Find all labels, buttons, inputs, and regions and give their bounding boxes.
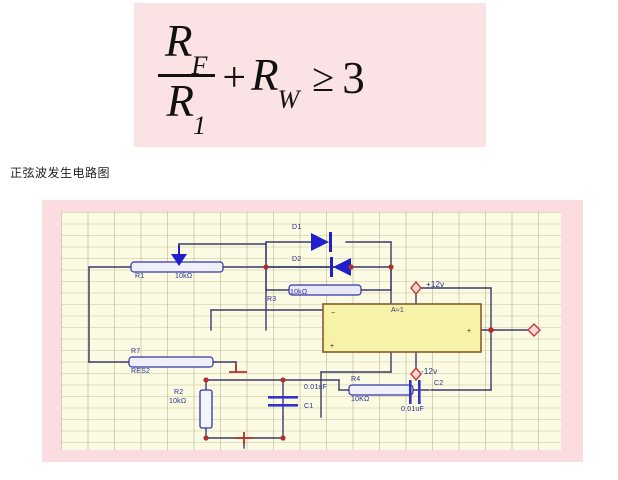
capacitor-c1	[268, 396, 298, 407]
formula-banner: RF R1 + RW ≥ 3	[134, 3, 486, 147]
label-r1-value: 10kΩ	[175, 273, 193, 280]
label-c2-value: 0.01uF	[401, 406, 424, 413]
label-r4-name: R4	[351, 376, 361, 383]
junction-node-r2-top	[203, 377, 209, 383]
resistor-r4	[348, 384, 414, 396]
schematic-drawing: − + +	[88, 232, 541, 449]
label-vcc-positive: +12v	[426, 280, 445, 289]
circuit-caption: 正弦波发生电路图	[10, 166, 111, 180]
junction-node-r1-right	[263, 264, 269, 270]
label-d1-name: D1	[292, 224, 302, 231]
terminals	[410, 280, 541, 382]
ground-symbols	[229, 364, 253, 444]
label-d2-name: D2	[292, 256, 302, 263]
label-c2-name: C2	[434, 380, 444, 387]
fraction-numerator: RF	[158, 15, 215, 79]
denominator-subscript: 1	[192, 110, 206, 140]
label-r1-name: R1	[135, 273, 145, 280]
numerator-subscript: F	[191, 50, 208, 80]
terminal-vcc-positive	[410, 280, 422, 296]
terminal-vcc-negative	[410, 366, 422, 382]
resistor-r3	[288, 284, 362, 296]
label-c1-value: 0.01uF	[304, 384, 327, 391]
potentiometer-wiper-arrow	[171, 245, 187, 266]
label-r2-name: R2	[174, 389, 184, 396]
plus-operator: +	[222, 55, 247, 101]
label-opamp-ref: A≈1	[391, 307, 405, 314]
svg-text:−: −	[331, 310, 335, 317]
resistor-r7	[128, 356, 214, 368]
fraction-bar	[158, 73, 216, 77]
label-r3-name: R3	[267, 296, 277, 303]
denominator-symbol: R	[166, 75, 194, 126]
junction-node-r2-bottom	[203, 435, 209, 441]
label-r7-value: RES2	[131, 368, 151, 375]
resistor-r1	[130, 245, 224, 273]
diode-d1	[311, 232, 332, 252]
circuit-figure: − + + R1 10kΩ R7 RES2 D1 D2 R3 10kΩ R2 1…	[42, 200, 583, 462]
formula-expression: RF R1 + RW ≥ 3	[156, 9, 476, 141]
term-symbol: R	[251, 50, 279, 100]
term-subscript: W	[277, 85, 300, 114]
fraction-denominator: R1	[159, 75, 214, 139]
junction-node-diode	[348, 264, 354, 270]
junction-dots	[203, 264, 494, 441]
label-c1-name: C1	[304, 403, 314, 410]
greater-equal-operator: ≥	[312, 54, 335, 100]
junction-node-c1-top	[280, 377, 286, 383]
terminal-output	[527, 323, 541, 337]
diode-d2	[330, 257, 351, 277]
junction-node-c1-bottom	[280, 435, 286, 441]
opamp-symbol	[322, 303, 482, 353]
label-r4-value: 10KΩ	[351, 396, 370, 403]
svg-text:+: +	[467, 328, 471, 335]
term-rw: RW	[251, 49, 300, 114]
junction-node-diode-right	[388, 264, 394, 270]
fraction-rf-over-r1: RF R1	[158, 15, 216, 139]
circuit-schematic-canvas: − + + R1 10kΩ R7 RES2 D1 D2 R3 10kΩ R2 1…	[61, 212, 561, 450]
svg-text:+: +	[330, 343, 334, 350]
label-vcc-negative: -12v	[421, 367, 438, 376]
label-r3-value: 10kΩ	[290, 289, 308, 296]
junction-node-output	[488, 327, 494, 333]
formula-value: 3	[342, 53, 365, 103]
numerator-symbol: R	[165, 15, 193, 66]
label-r7-name: R7	[131, 348, 141, 355]
opamp-pin-markings: − + +	[330, 310, 471, 350]
label-r2-value: 10kΩ	[169, 398, 187, 405]
capacitor-c2	[409, 380, 421, 404]
resistor-r2	[199, 389, 213, 429]
